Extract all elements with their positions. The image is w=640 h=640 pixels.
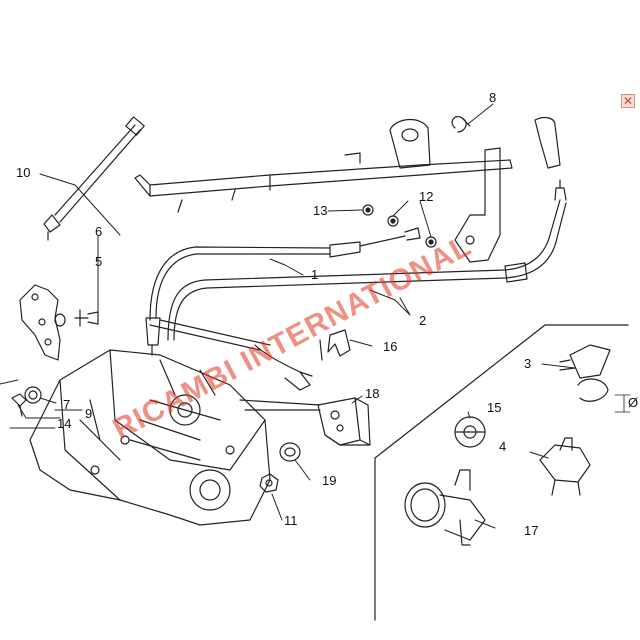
callout-9: 9 [85,406,92,421]
callout-2: 2 [419,313,426,328]
dimension-mark [614,394,631,413]
part-16-clip [327,329,351,357]
part-4-connector [539,437,591,496]
watermark-text: RICAMBI INTERNATIONAL [108,229,477,446]
callout-3: 3 [524,356,531,371]
callout-17: 17 [524,523,538,538]
part-11-nut [259,473,279,493]
left-bracket [19,284,61,361]
part-8-clip [451,116,471,133]
callout-4: 4 [499,439,506,454]
close-icon[interactable]: ✕ [621,94,635,108]
callout-18: 18 [365,386,379,401]
callout-8: 8 [489,90,496,105]
callout-labels: 1 2 3 4 5 6 7 8 9 10 11 12 13 14 15 16 1… [16,90,638,538]
dimension-symbol: Ø [628,395,638,410]
callout-13: 13 [313,203,327,218]
leader-lines [0,103,576,529]
part-15-grommet [454,416,486,448]
part-18-bracket [317,397,371,446]
callout-7: 7 [63,397,70,412]
part-9-gearbox [29,349,321,526]
callout-11: 11 [284,513,298,528]
part-10-link-rod [43,116,145,241]
part-3-clip [559,344,611,402]
callout-19: 19 [322,473,336,488]
detail-panel-border [374,324,629,621]
callout-6: 6 [95,224,102,239]
part-1-cable [145,227,421,356]
callout-16: 16 [383,339,397,354]
callout-14: 14 [57,416,71,431]
part-7-14-bushings [11,386,42,417]
callout-5: 5 [95,254,102,269]
callout-10: 10 [16,165,30,180]
callout-15: 15 [487,400,501,415]
part-2-cable [167,179,567,341]
callout-1: 1 [311,267,318,282]
cable-lower-ends [149,319,323,391]
part-12-13-washers [362,204,437,248]
part-5-6-bolts [54,309,99,327]
part-17-bracket-clamp [404,469,486,546]
callout-12: 12 [419,189,433,204]
selector-rod-assembly [134,116,561,263]
part-19-bush [279,442,301,462]
